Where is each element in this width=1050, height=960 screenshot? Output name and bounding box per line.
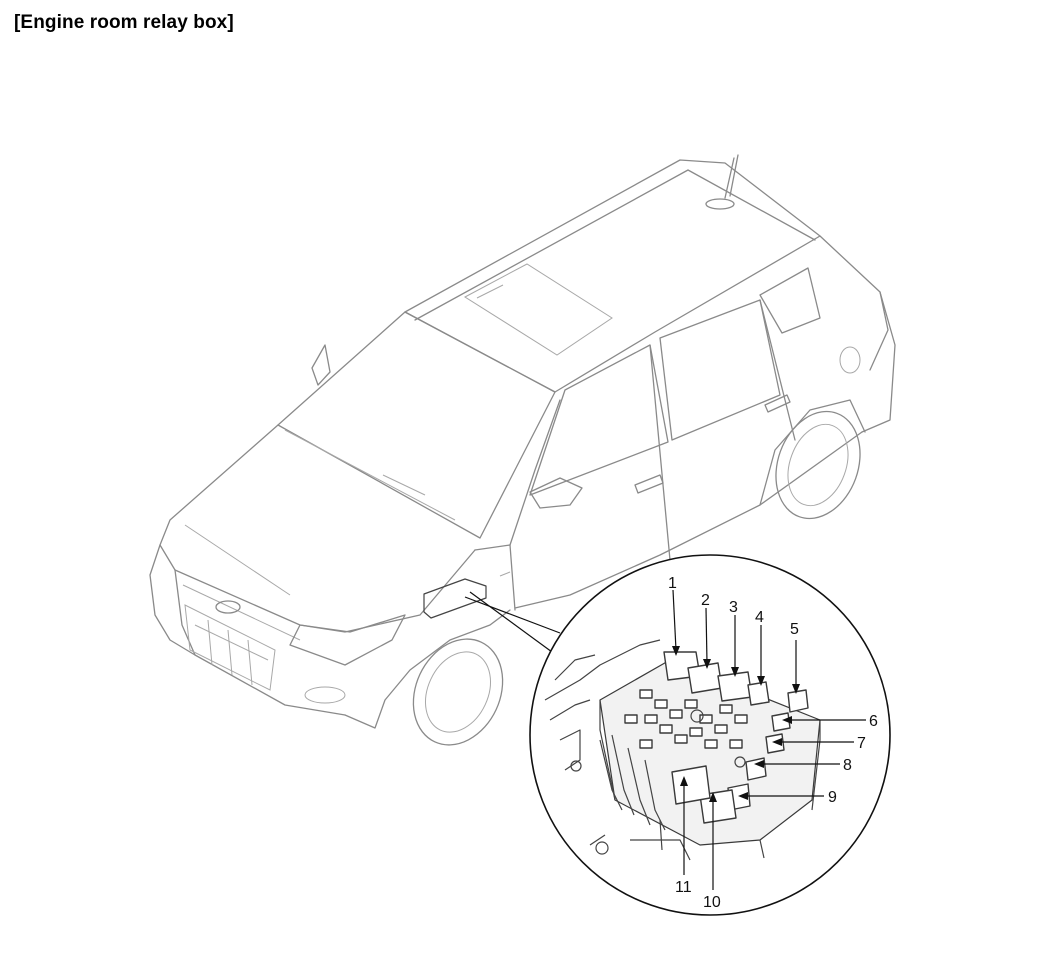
car-illustration [149, 154, 896, 746]
callout-1: 1 [668, 575, 677, 592]
callout-labels: 1 2 3 4 5 6 7 8 9 10 [668, 575, 878, 911]
callout-3: 3 [729, 599, 738, 616]
callout-10: 10 [703, 894, 721, 911]
relay-box-detail [544, 639, 821, 861]
diagram-title: [Engine room relay box] [14, 12, 234, 33]
callout-2: 2 [701, 592, 710, 609]
relay-box-location-marker [423, 578, 487, 619]
callout-6: 6 [869, 713, 878, 730]
callout-9: 9 [828, 789, 837, 806]
callout-4: 4 [755, 609, 764, 626]
callout-11: 11 [675, 879, 692, 896]
callout-5: 5 [790, 621, 799, 638]
callout-8: 8 [843, 757, 852, 774]
callout-7: 7 [857, 735, 866, 752]
